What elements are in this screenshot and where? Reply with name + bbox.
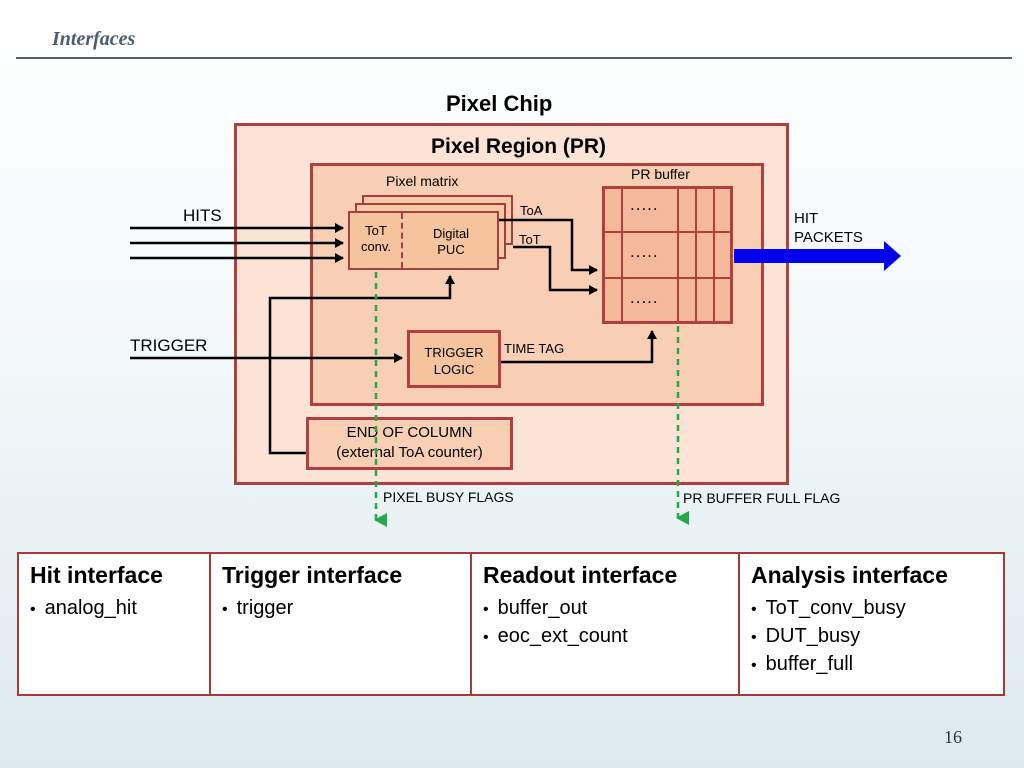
digital-puc-label: Digital PUC <box>407 226 495 258</box>
pr-buffer-col-line <box>621 188 623 322</box>
interfaces-table: Hit interface analog_hit Trigger interfa… <box>17 552 1005 696</box>
interface-item: analog_hit <box>30 595 201 623</box>
eoc-feedback-wire <box>268 275 455 455</box>
trigger-interface-items: trigger <box>222 595 462 623</box>
analysis-interface-cell: Analysis interface ToT_conv_busy DUT_bus… <box>738 552 1005 696</box>
end-of-column-block <box>306 417 513 470</box>
toa-wire <box>499 218 598 275</box>
tot-conv-line2: conv. <box>360 239 392 254</box>
readout-interface-items: buffer_out eoc_ext_count <box>483 595 730 651</box>
eoc-line1: END OF COLUMN <box>346 424 473 441</box>
digital-puc-line2: PUC <box>437 242 465 257</box>
tot-conv-label: ToT conv. <box>353 223 399 255</box>
pr-buffer-col-line <box>695 188 697 322</box>
time-tag-wire <box>501 330 657 364</box>
buffer-dots: ..... <box>630 242 659 261</box>
region-title: Pixel Region (PR) <box>431 135 607 158</box>
interface-item: buffer_out <box>483 595 730 623</box>
hits-label: HITS <box>183 206 222 225</box>
time-tag-label: TIME TAG <box>504 341 565 356</box>
digital-puc-line1: Digital <box>432 226 470 241</box>
slide-title: Interfaces <box>52 28 136 50</box>
interface-item: eoc_ext_count <box>483 623 730 651</box>
toa-label: ToA <box>520 203 543 218</box>
eoc-line2: (external ToA counter) <box>336 444 483 461</box>
page-number: 16 <box>944 727 962 747</box>
trigger-logic-line1: TRIGGER <box>424 345 484 360</box>
hit-packets-label: HIT PACKETS <box>794 209 863 247</box>
buffer-dots: ..... <box>630 288 659 307</box>
interface-item: ToT_conv_busy <box>751 595 995 623</box>
pr-buffer-label: PR buffer <box>631 166 690 182</box>
tot-label: ToT <box>519 232 541 247</box>
interface-item: buffer_full <box>751 651 995 679</box>
interface-item: DUT_busy <box>751 623 995 651</box>
trigger-logic-label: TRIGGER LOGIC <box>410 344 498 378</box>
hit-interface-title: Hit interface <box>30 562 163 588</box>
tot-divider <box>401 213 403 268</box>
buffer-dots: ..... <box>630 195 659 214</box>
trigger-interface-cell: Trigger interface trigger <box>209 552 472 696</box>
readout-interface-cell: Readout interface buffer_out eoc_ext_cou… <box>470 552 740 696</box>
chip-title: Pixel Chip <box>446 91 553 116</box>
hit-packets-line1: HIT <box>794 210 819 227</box>
trigger-interface-title: Trigger interface <box>222 562 403 588</box>
pr-buffer-row-line <box>604 277 731 279</box>
pr-buffer-block <box>602 186 733 324</box>
pixel-matrix-front <box>348 211 499 270</box>
pr-buffer-col-line <box>713 188 715 322</box>
pr-buffer-row-line <box>604 231 731 233</box>
interface-item: trigger <box>222 595 462 623</box>
hit-packets-arrow <box>734 241 901 271</box>
trigger-label: TRIGGER <box>130 336 208 355</box>
tot-conv-line1: ToT <box>365 223 387 238</box>
interfaces-row: Hit interface analog_hit Trigger interfa… <box>17 552 1005 696</box>
end-of-column-label: END OF COLUMN (external ToA counter) <box>309 423 510 463</box>
hit-interface-cell: Hit interface analog_hit <box>17 552 211 696</box>
analysis-interface-items: ToT_conv_busy DUT_busy buffer_full <box>751 595 995 679</box>
title-divider <box>16 57 1012 59</box>
trigger-logic-block <box>407 330 501 388</box>
pr-buffer-col-line <box>677 188 679 322</box>
hit-interface-items: analog_hit <box>30 595 201 623</box>
analysis-interface-title: Analysis interface <box>751 562 948 588</box>
readout-interface-title: Readout interface <box>483 562 678 588</box>
hit-packets-line2: PACKETS <box>794 229 863 246</box>
trigger-logic-line2: LOGIC <box>433 362 475 377</box>
pr-buffer-full-flag-label: PR BUFFER FULL FLAG <box>683 490 841 506</box>
pixel-matrix-label: Pixel matrix <box>386 173 459 189</box>
tot-wire <box>513 245 598 295</box>
pixel-busy-flags-label: PIXEL BUSY FLAGS <box>383 489 514 505</box>
